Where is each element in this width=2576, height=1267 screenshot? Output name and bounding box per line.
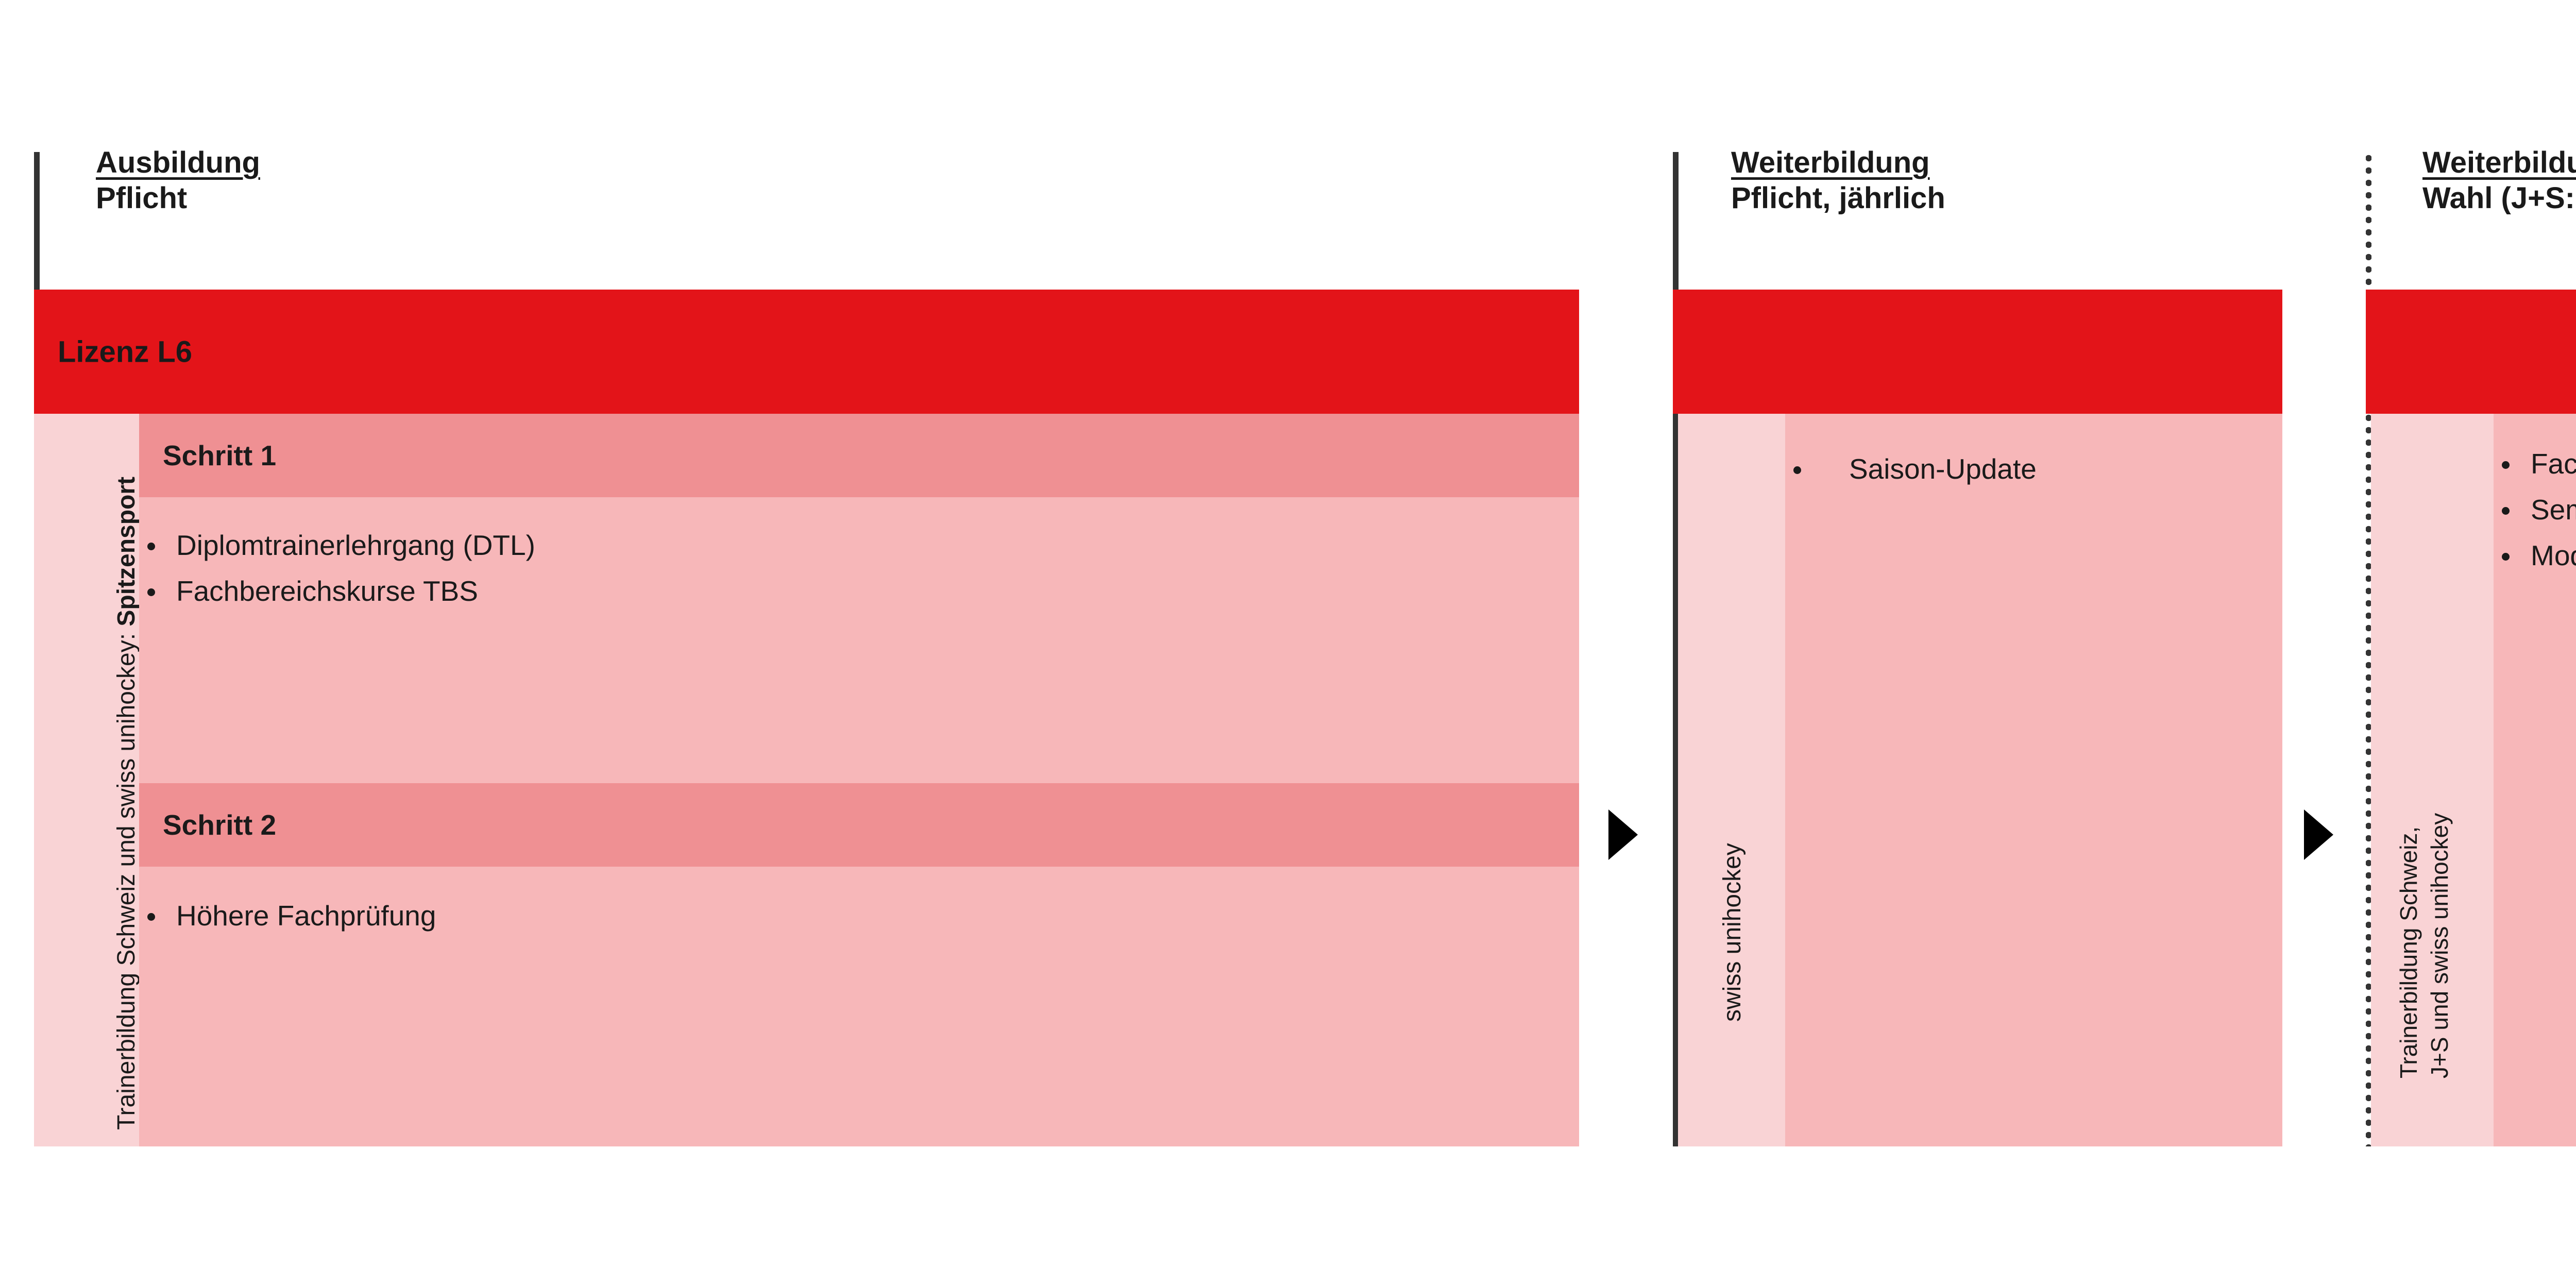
list-item: Höhere Fachprüfung: [139, 902, 1579, 930]
step-band-schritt-2: Schritt 2: [139, 783, 1579, 867]
items-weiterbildung-wahl: Fachbereichskurse TBS Seminare / MTT Mod…: [2494, 450, 2576, 587]
step-items-schritt-2: Höhere Fachprüfung: [139, 902, 1579, 948]
content-weiterbildung-wahl: Fachbereichskurse TBS Seminare / MTT Mod…: [2494, 414, 2576, 1146]
column-rule-weiterbildung-pflicht: [1673, 152, 1679, 1146]
side-label-weiterbildung-wahl: Trainerbildung Schweiz, J+S und swiss un…: [2394, 813, 2455, 1078]
header-subtitle-weiterbildung-wahl: Wahl (J+S: mind. alle 2 Jahre): [2422, 181, 2576, 215]
list-item: Module J+S-Weiterbildung: [2494, 542, 2576, 570]
side-strip-weiterbildung-pflicht: swiss unihockey: [1678, 414, 1785, 1146]
license-band-weiterbildung-wahl: [2366, 290, 2576, 414]
side-label-line-2: J+S und swiss unihockey: [2426, 813, 2453, 1078]
header-subtitle-ausbildung: Pflicht: [96, 181, 188, 215]
license-band-weiterbildung-pflicht: [1673, 290, 2282, 414]
step-label-schritt-1: Schritt 1: [163, 440, 277, 471]
arrow-right-icon: [1608, 809, 1638, 860]
header-subtitle-weiterbildung-pflicht: Pflicht, jährlich: [1731, 181, 1945, 215]
step-band-schritt-1: Schritt 1: [139, 414, 1579, 497]
list-item: Fachbereichskurse TBS: [2494, 450, 2576, 478]
content-weiterbildung-pflicht: Saison-Update: [1785, 414, 2282, 1146]
column-header-weiterbildung-pflicht: Weiterbildung Pflicht, jährlich: [1731, 145, 1945, 217]
panel-body-weiterbildung-pflicht: swiss unihockey Saison-Update: [1673, 414, 2282, 1146]
panel-body-weiterbildung-wahl: Trainerbildung Schweiz, J+S und swiss un…: [2366, 414, 2576, 1146]
side-strip-ausbildung: Trainerbildung Schweiz und swiss unihock…: [34, 414, 142, 1146]
license-label: Lizenz L6: [58, 335, 193, 368]
side-label-line-1: Trainerbildung Schweiz,: [2395, 826, 2422, 1078]
items-weiterbildung-pflicht: Saison-Update: [1785, 455, 2282, 501]
list-item: Fachbereichskurse TBS: [139, 577, 1579, 605]
header-title-ausbildung: Ausbildung: [96, 146, 260, 179]
list-item: Diplomtrainerlehrgang (DTL): [139, 531, 1579, 560]
content-ausbildung: Schritt 1 Diplomtrainerlehrgang (DTL) Fa…: [139, 414, 1579, 1146]
side-label-text: swiss unihockey: [1719, 843, 1746, 1022]
side-label-prefix: Trainerbildung Schweiz und swiss unihock…: [113, 626, 140, 1130]
side-label-bold: Spitzensport: [113, 476, 140, 627]
license-band-ausbildung: Lizenz L6: [34, 290, 1579, 414]
header-title-weiterbildung-wahl: Weiterbildung: [2422, 146, 2576, 179]
header-title-weiterbildung-pflicht: Weiterbildung: [1731, 146, 1930, 179]
side-strip-weiterbildung-wahl: Trainerbildung Schweiz, J+S und swiss un…: [2371, 414, 2494, 1146]
column-header-weiterbildung-wahl: Weiterbildung Wahl (J+S: mind. alle 2 Ja…: [2422, 145, 2576, 217]
arrow-right-icon: [2304, 809, 2333, 860]
side-label-weiterbildung-pflicht: swiss unihockey: [1718, 843, 1748, 1022]
column-header-ausbildung: Ausbildung Pflicht: [96, 145, 260, 217]
panel-body-ausbildung: Trainerbildung Schweiz und swiss unihock…: [34, 414, 1579, 1146]
list-item: Saison-Update: [1785, 455, 2282, 483]
step-label-schritt-2: Schritt 2: [163, 809, 277, 841]
step-items-schritt-1: Diplomtrainerlehrgang (DTL) Fachbereichs…: [139, 531, 1579, 623]
list-item: Seminare / MTT: [2494, 496, 2576, 524]
column-rule-weiterbildung-wahl: [2366, 152, 2371, 1146]
side-label-ausbildung: Trainerbildung Schweiz und swiss unihock…: [112, 477, 142, 1130]
